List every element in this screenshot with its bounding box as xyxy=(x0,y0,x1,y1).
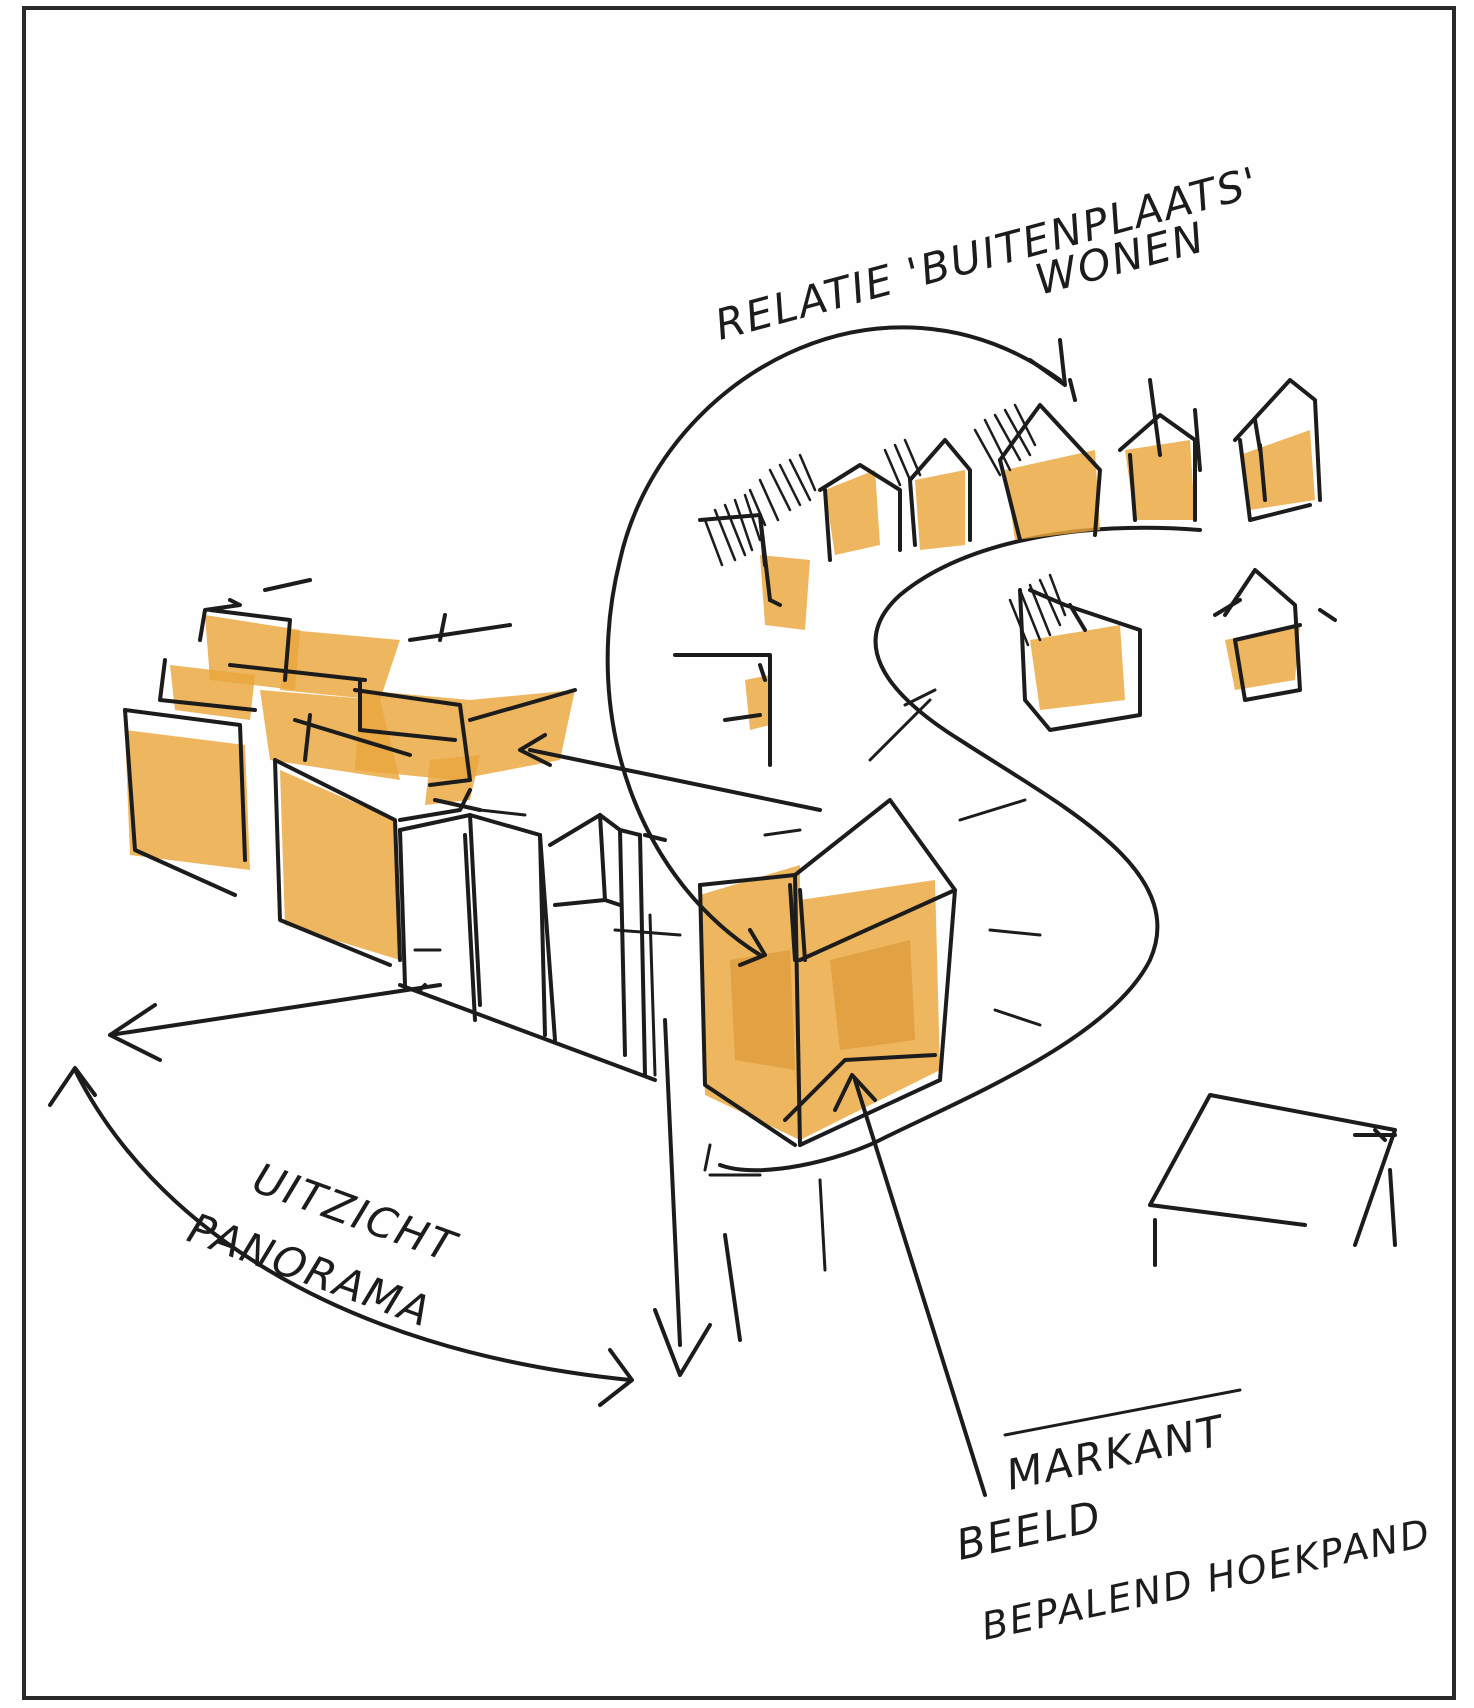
curved-road xyxy=(703,525,1202,1177)
link-arrow xyxy=(478,733,822,817)
panorama-arrows xyxy=(48,983,742,1407)
corner-building xyxy=(698,798,957,1147)
annotation-markant: MARKANT BEELD BEPALEND HOEKPAND xyxy=(952,1388,1435,1649)
village-houses xyxy=(673,378,1337,767)
lower-right-house xyxy=(1148,1093,1397,1267)
markant-arrow xyxy=(818,1073,987,1497)
annotation-relatie: RELATIE 'BUITENPLAATS' WONEN xyxy=(710,157,1264,349)
annotation-markant-line2: BEELD xyxy=(952,1491,1107,1570)
annotation-markant-line1: MARKANT xyxy=(1002,1406,1230,1500)
relatie-arrow xyxy=(605,325,1067,967)
middle-row-houses xyxy=(398,813,682,1082)
sketch-frame xyxy=(22,6,1456,1700)
annotation-uitzicht: UITZICHT PANORAMA xyxy=(182,1153,465,1336)
left-building-block xyxy=(123,578,577,967)
